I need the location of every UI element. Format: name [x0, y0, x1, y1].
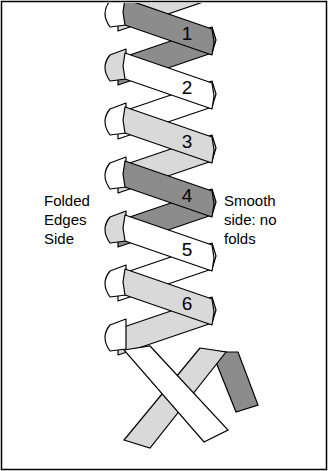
side-label: Smooth side: no folds [224, 192, 294, 248]
callout-number: 2 [174, 76, 200, 100]
callout-number: 5 [174, 238, 200, 262]
callout-number: 6 [174, 292, 200, 316]
callout-number: 3 [174, 130, 200, 154]
side-label: Folded Edges Side [44, 192, 104, 248]
callout-number: 1 [174, 22, 200, 46]
callout-number: 4 [174, 184, 200, 208]
